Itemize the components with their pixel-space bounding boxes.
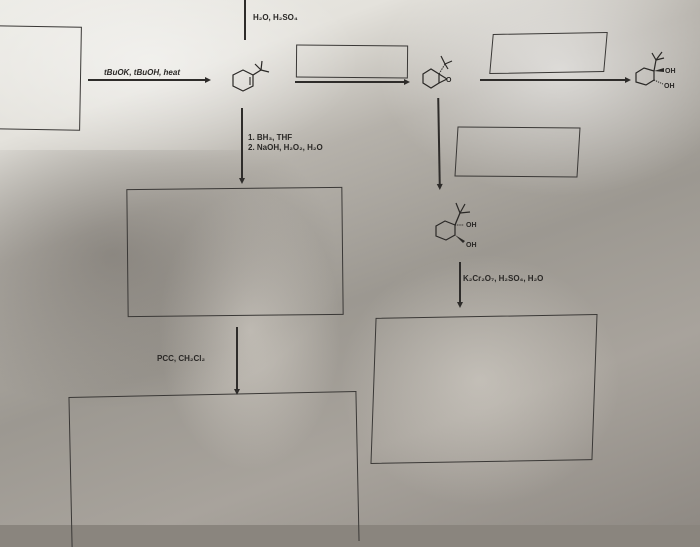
hydroboration-arrow [239, 108, 244, 184]
trans-diol-molecule: OH OH [635, 51, 676, 90]
elimination-arrow [88, 77, 211, 82]
pcc-arrow [234, 327, 239, 395]
reagent-hydroboration-2: 2. NaOH, H₂O₂, H₂O [248, 143, 323, 152]
dichromate-arrow [457, 262, 462, 308]
reagent-dichromate: K₂Cr₂O₇, H₂SO₄, H₂O [463, 274, 544, 283]
svg-text:O: O [446, 77, 452, 84]
alkene-molecule [232, 60, 270, 92]
epoxide-opening-arrow [480, 77, 631, 82]
reagent-hydroboration-1: 1. BH₃, THF [248, 133, 293, 142]
answer-box-epoxide-opening-reagent[interactable] [489, 31, 608, 75]
reagent-elimination: tBuOK, tBuOH, heat [104, 68, 180, 77]
answer-box-dihydroxylation-reagent[interactable] [454, 126, 581, 178]
reagent-pcc: PCC, CH₂Cl₂ [157, 354, 205, 363]
svg-text:OH: OH [665, 68, 676, 75]
answer-box-epoxidation-reagent[interactable] [295, 44, 409, 79]
cis-diol-molecule: OH OH [435, 202, 477, 249]
worksheet-paper [0, 0, 700, 525]
answer-box-hydroboration-product[interactable] [126, 186, 344, 318]
photo-shadow [0, 150, 340, 410]
svg-text:OH: OH [664, 83, 675, 90]
answer-box-pcc-product[interactable] [68, 391, 360, 547]
answer-box-oxidation-product[interactable] [370, 314, 598, 464]
svg-text:OH: OH [466, 222, 477, 229]
top-reagent-line [244, 0, 246, 40]
answer-box-starting-material[interactable] [0, 25, 82, 131]
epoxide-molecule: O [422, 55, 453, 89]
epoxidation-arrow [295, 79, 410, 84]
reagent-h2o-h2so4: H₂O, H₂SO₄ [253, 13, 298, 22]
svg-text:OH: OH [466, 242, 477, 249]
